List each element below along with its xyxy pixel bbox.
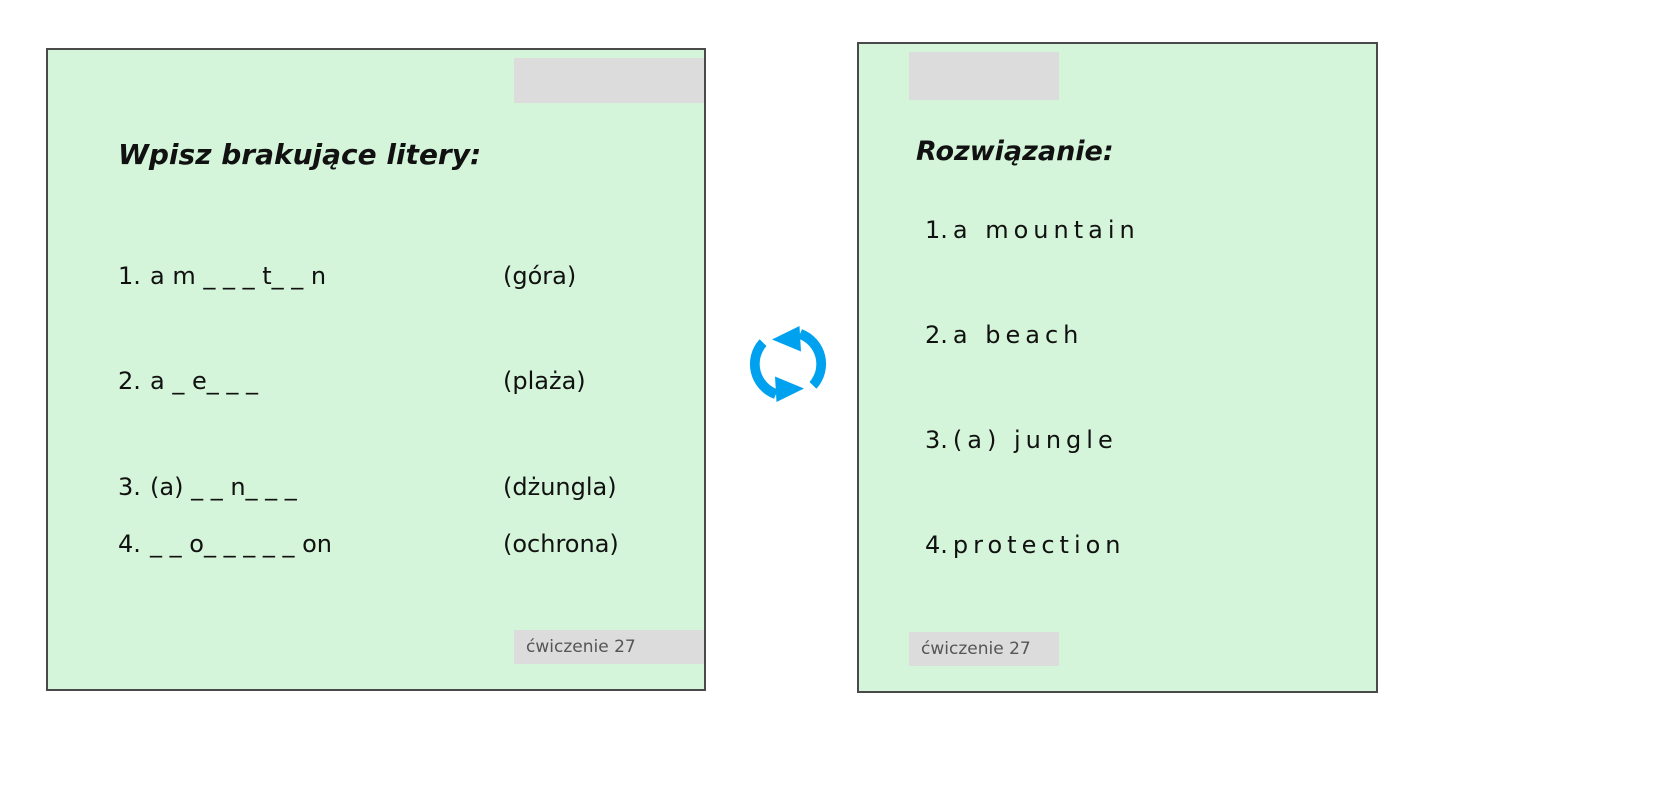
exercise-card: Wpisz brakujące litery: 1. a m _ _ _ t_ …: [46, 48, 706, 691]
solution-row: 2.a beach: [925, 321, 1083, 349]
solution-row-answer: protection: [952, 531, 1126, 559]
solution-row: 1.a mountain: [925, 216, 1140, 244]
exercise-row-hint: (plaża): [503, 367, 586, 395]
exercise-row-number: 1.: [118, 262, 141, 290]
exercise-row-number: 4.: [118, 530, 141, 558]
exercise-row-hint: (góra): [503, 262, 577, 290]
exercise-row-prompt: a m _ _ _ t_ _ n: [150, 262, 327, 290]
solution-row-answer: (a) jungle: [952, 426, 1118, 454]
solution-row-number: 3.: [925, 426, 948, 454]
exercise-heading: Wpisz brakujące litery:: [118, 138, 482, 171]
exercise-row-prompt: _ _ o_ _ _ _ _ on: [150, 530, 332, 558]
solution-row: 4.protection: [925, 531, 1126, 559]
solution-card: Rozwiązanie: 1.a mountain 2.a beach 3.(a…: [857, 42, 1378, 693]
placeholder-block-top: [514, 58, 704, 103]
solution-row: 3.(a) jungle: [925, 426, 1118, 454]
solution-row-number: 4.: [925, 531, 948, 559]
solution-row-answer: a mountain: [952, 216, 1140, 244]
exercise-row-hint: (dżungla): [503, 473, 617, 501]
solution-row-number: 2.: [925, 321, 948, 349]
exercise-row-prompt: (a) _ _ n_ _ _: [150, 473, 297, 501]
exercise-row: 3. (a) _ _ n_ _ _ (dżungla): [118, 473, 678, 501]
solution-badge: ćwiczenie 27: [909, 632, 1059, 666]
exercise-badge: ćwiczenie 27: [514, 630, 704, 664]
exercise-row-prompt: a _ e_ _ _: [150, 367, 258, 395]
sync-refresh-icon[interactable]: [744, 320, 832, 408]
exercise-row-number: 3.: [118, 473, 141, 501]
solution-heading: Rozwiązanie:: [916, 136, 1114, 167]
exercise-row: 2. a _ e_ _ _ (plaża): [118, 367, 678, 395]
exercise-row-hint: (ochrona): [503, 530, 619, 558]
exercise-row: 4. _ _ o_ _ _ _ _ on (ochrona): [118, 530, 678, 558]
exercise-row: 1. a m _ _ _ t_ _ n (góra): [118, 262, 678, 290]
solution-row-number: 1.: [925, 216, 948, 244]
solution-row-answer: a beach: [952, 321, 1084, 349]
exercise-row-number: 2.: [118, 367, 141, 395]
placeholder-block-top: [909, 52, 1059, 100]
